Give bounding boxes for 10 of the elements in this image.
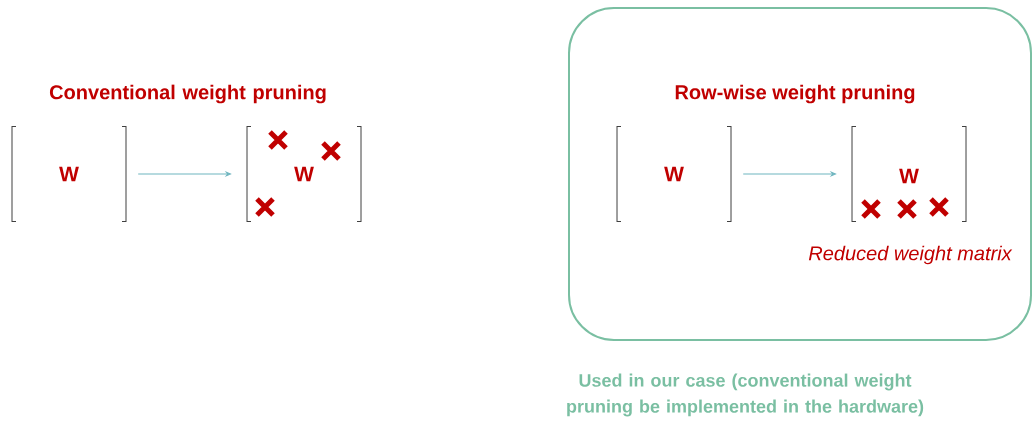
arrow (137, 171, 232, 177)
panel-title: Row-wise weight pruning (675, 84, 915, 104)
matrix: W (851, 126, 967, 222)
matrix: W (246, 126, 362, 222)
matrix-caption: Reduced weight matrix (808, 245, 1013, 265)
arrow (742, 171, 837, 177)
matrix: W (11, 126, 127, 222)
section-title: Conventional weight pruning (49, 84, 326, 104)
matrix: W (616, 126, 732, 222)
caption-note: Used in our case (conventional weight pruning be implemented in the hardware) (567, 373, 924, 417)
